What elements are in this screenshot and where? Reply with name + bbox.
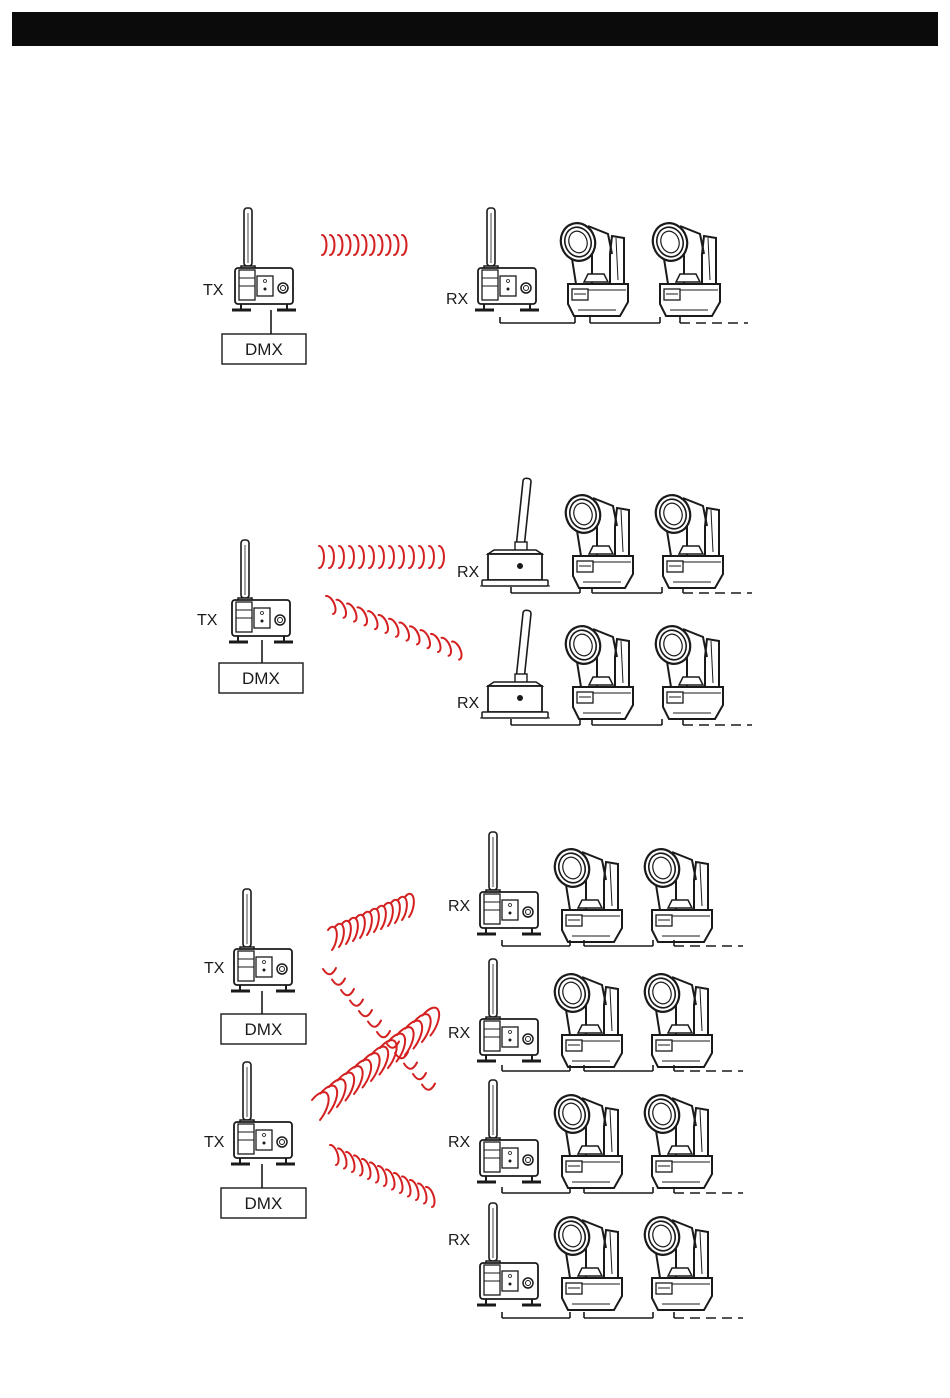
radio-wave-icon [400,623,410,641]
wireless-dmx-transmitter-icon [231,889,295,991]
wireless-dmx-transmitter-icon [229,540,293,642]
radio-wave-icon [330,235,335,255]
moving-head-light-icon [651,622,723,719]
radio-wave-icon [419,546,424,568]
tx-label: TX [204,960,225,977]
moving-head-light-icon [550,1091,622,1188]
radio-wave-icon [359,1010,372,1016]
dmx-label: DMX [245,340,283,359]
radio-wave-icon [354,235,359,255]
moving-head-light-icon [640,1213,712,1310]
moving-head-light-icon [550,845,622,942]
moving-head-light-icon [561,491,633,588]
rx-label: RX [457,695,480,712]
wireless-dmx-receiver-icon [477,832,541,934]
moving-head-light-icon [550,1213,622,1310]
radio-wave-icon [378,235,383,255]
radio-wave-icon [389,619,399,637]
radio-wave-icon [326,596,336,614]
radio-wave-icon [359,546,364,568]
radio-wave-icon [402,235,407,255]
radio-wave-icon [358,607,368,625]
rx-label: RX [446,291,469,308]
tx-label: TX [203,282,224,299]
moving-head-light-icon [561,622,633,719]
radio-wave-icon [409,546,414,568]
radio-wave-icon [377,1031,390,1037]
dmx-label: DMX [245,1194,283,1213]
radio-wave-icon [369,546,374,568]
radio-wave-icon [370,235,375,255]
wireless-dmx-receiver-icon [477,1080,541,1182]
radio-wave-icon [439,546,444,568]
rx-label: RX [457,564,480,581]
moving-head-light-icon [651,491,723,588]
rx-label: RX [448,1134,471,1151]
radio-wave-icon [410,626,420,644]
radio-wave-icon [347,604,357,622]
rx-label: RX [448,898,471,915]
radio-wave-icon [386,235,391,255]
wireless-dmx-receiver-icon [477,1203,541,1305]
radio-wave-icon [379,546,384,568]
dmx-label: DMX [242,669,280,688]
moving-head-light-icon [640,970,712,1067]
moving-head-light-icon [640,1091,712,1188]
radio-wave-icon [389,546,394,568]
radio-wave-icon [319,546,324,568]
wireless-dmx-transmitter-icon [231,1062,295,1164]
radio-wave-icon [368,1021,381,1027]
wireless-dmx-receiver-icon [480,610,550,718]
wireless-dmx-receiver-icon [480,478,550,586]
radio-wave-icon [341,989,354,995]
radio-wave-icon [328,927,337,950]
radio-wave-icon [350,1000,363,1006]
radio-wave-icon [323,968,336,974]
radio-wave-icon [332,979,345,985]
radio-wave-icon [399,546,404,568]
moving-head-light-icon [648,219,720,316]
moving-head-light-icon [640,845,712,942]
tx-label: TX [197,612,218,629]
radio-wave-icon [404,1063,417,1069]
radio-wave-icon [337,600,347,618]
radio-wave-icon [422,1084,435,1090]
radio-wave-icon [339,546,344,568]
rx-label: RX [448,1232,471,1249]
radio-wave-icon [421,630,431,648]
radio-wave-icon [362,235,367,255]
radio-wave-icon [312,1092,329,1120]
radio-wave-icon [431,634,441,652]
dmx-label: DMX [245,1020,283,1039]
radio-wave-icon [394,235,399,255]
radio-wave-icon [338,235,343,255]
radio-wave-icon [379,615,389,633]
radio-wave-icon [452,642,462,660]
rx-label: RX [448,1025,471,1042]
radio-wave-icon [346,235,351,255]
radio-wave-icon [322,235,327,255]
moving-head-light-icon [550,970,622,1067]
radio-wave-icon [413,1073,426,1079]
radio-wave-icon [429,546,434,568]
radio-wave-icon [349,546,354,568]
moving-head-light-icon [556,219,628,316]
radio-wave-icon [368,611,378,629]
wireless-dmx-receiver-icon [477,959,541,1061]
radio-wave-icon [329,546,334,568]
wireless-dmx-receiver-icon [475,208,539,310]
radio-wave-icon [442,638,452,656]
tx-label: TX [204,1134,225,1151]
wireless-dmx-transmitter-icon [232,208,296,310]
